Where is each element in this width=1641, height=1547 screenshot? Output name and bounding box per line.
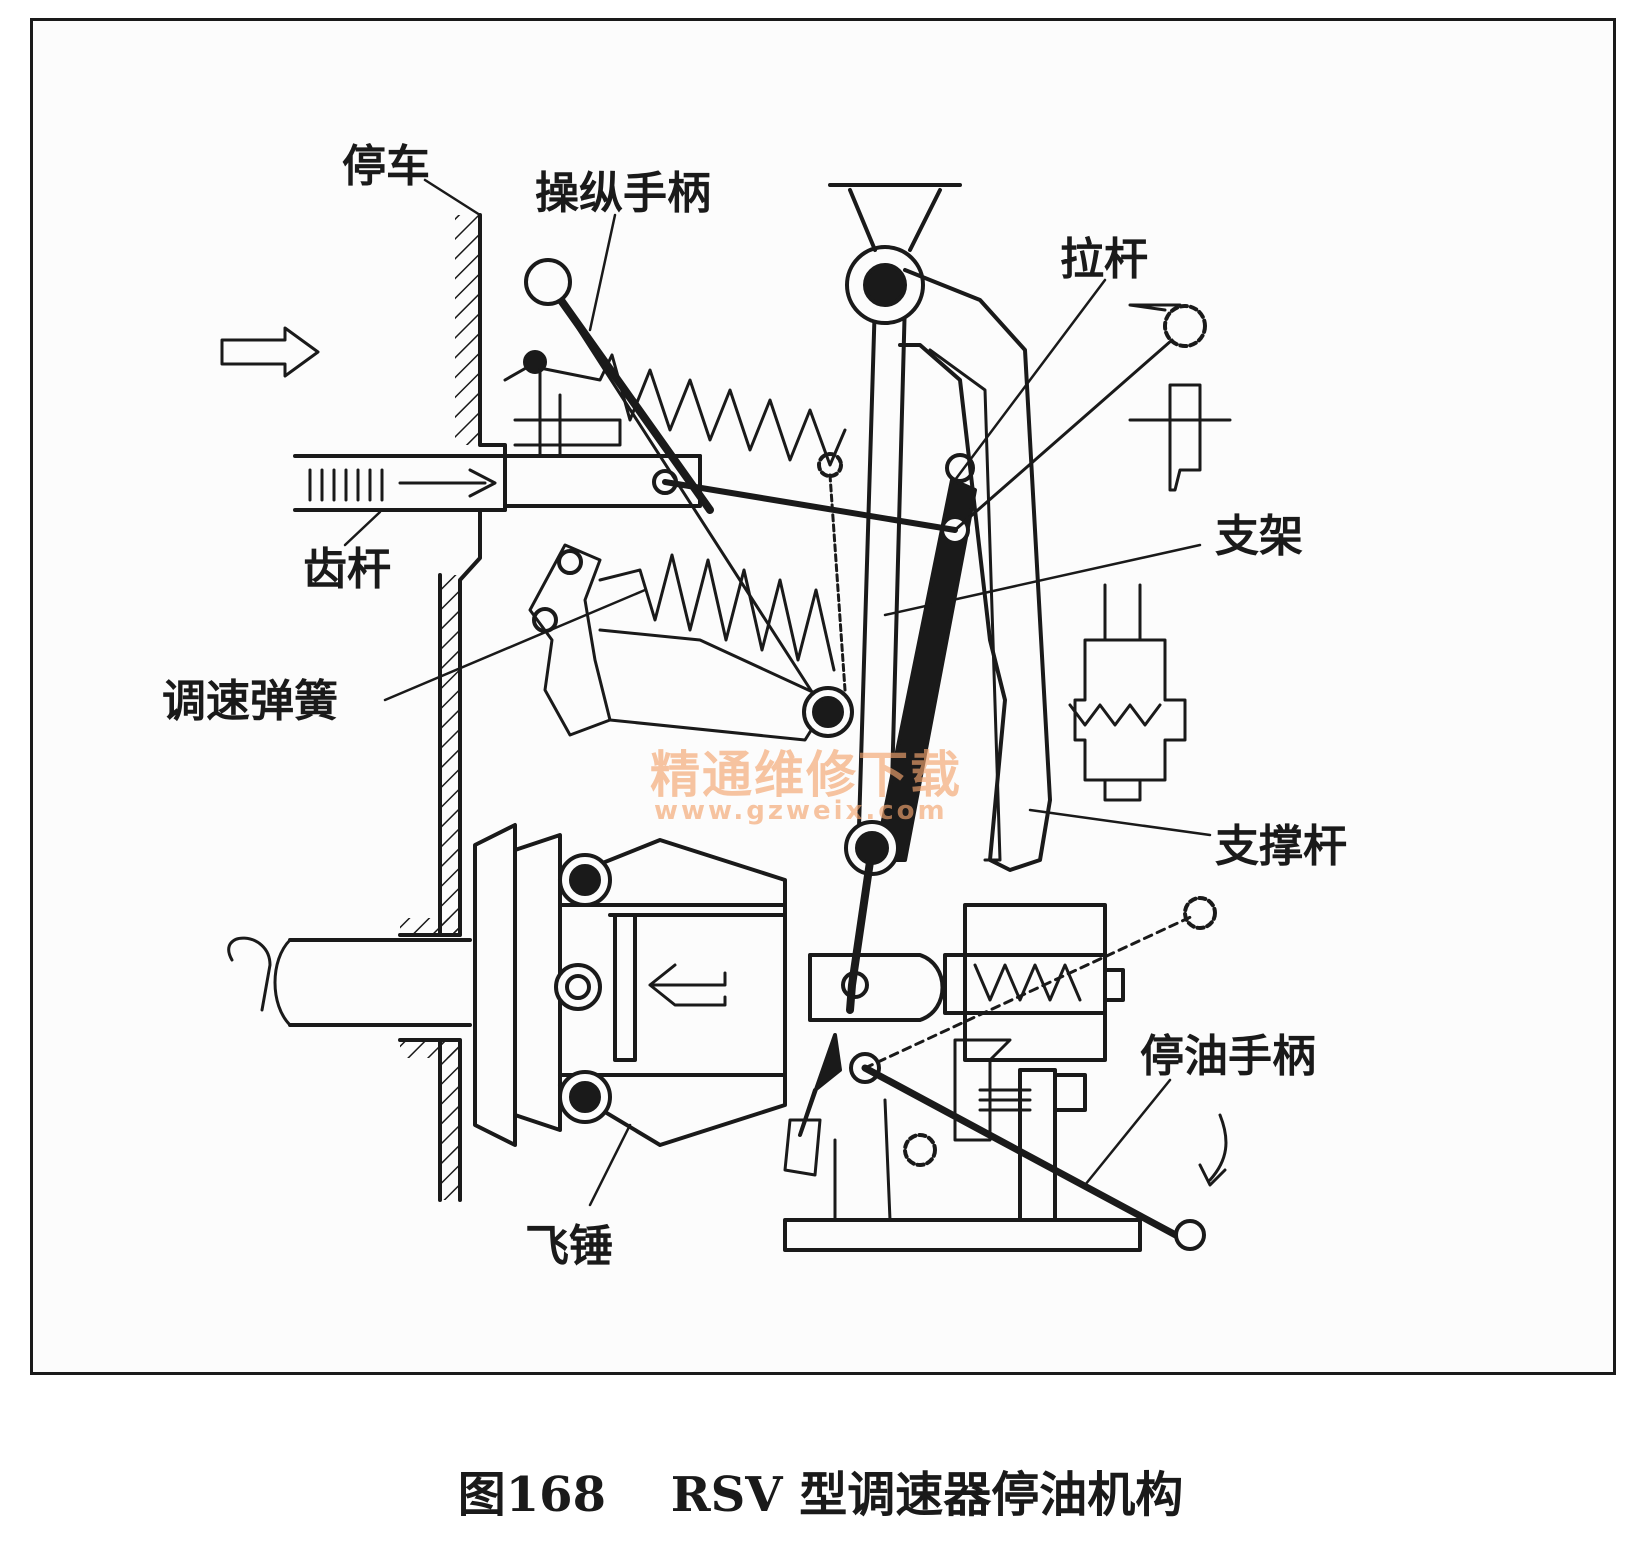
label-stop: 停车 [342, 141, 430, 192]
figure-caption: 图168 RSV 型调速器停油机构 [0, 1455, 1641, 1525]
housing-wall [398, 213, 507, 1202]
leader-lines [343, 178, 1212, 1207]
control-handle [524, 258, 832, 722]
governor-spring [598, 553, 836, 672]
figure-title: RSV 型调速器停油机构 [670, 1467, 1184, 1523]
figure-number: 图168 [457, 1467, 606, 1523]
watermark-url: www.gzweix.com [654, 796, 948, 826]
label-bracket: 支架 [1215, 511, 1303, 562]
bracket-frame [898, 268, 1052, 872]
upper-spring [538, 353, 847, 467]
label-support-rod: 支撑杆 [1215, 821, 1347, 872]
watermark-text: 精通维修下载 [650, 746, 962, 804]
label-rack: 齿杆 [303, 544, 391, 595]
pull-rod-bar [873, 478, 977, 862]
label-pull-rod: 拉杆 [1060, 234, 1148, 285]
flyweight-assembly [227, 823, 945, 1147]
label-stop-handle: 停油手柄 [1140, 1031, 1316, 1082]
label-governor-spring: 调速弹簧 [162, 676, 338, 727]
rack [293, 454, 702, 512]
label-flyweight: 飞锤 [525, 1221, 613, 1272]
label-control-handle: 操纵手柄 [535, 168, 711, 219]
base-plate [783, 1068, 1142, 1252]
push-arrow-icon [220, 326, 320, 378]
main-lever [828, 183, 962, 862]
rotation-arrow-icon [1198, 1113, 1228, 1187]
